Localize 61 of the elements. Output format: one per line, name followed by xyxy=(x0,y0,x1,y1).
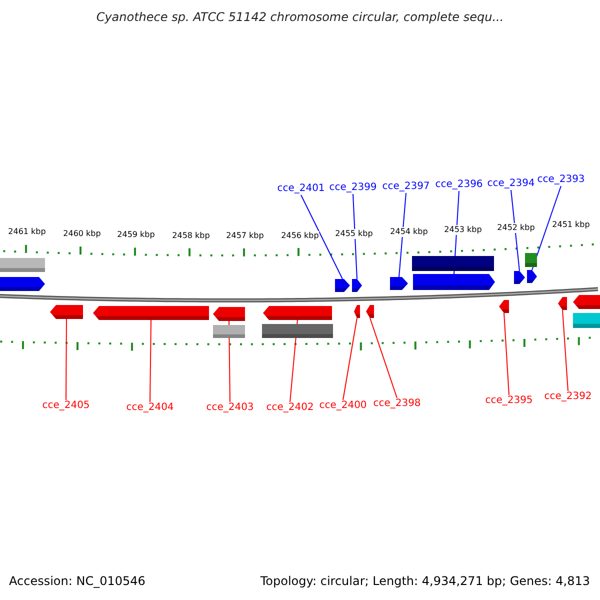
gene-feature xyxy=(413,274,495,290)
leader-line xyxy=(150,320,152,402)
leader-line xyxy=(504,312,510,396)
gene-feature xyxy=(573,295,600,309)
gene-label: cce_2396 xyxy=(435,179,483,191)
feature-bar xyxy=(573,313,600,328)
leader-line xyxy=(370,318,398,398)
leader-line xyxy=(398,192,406,278)
scale-label: 2452 kbp xyxy=(497,223,535,233)
gene-label: cce_2395 xyxy=(485,395,533,407)
gene-label: cce_2399 xyxy=(329,182,377,194)
genome-info-text: Topology: circular; Length: 4,934,271 bp; Genes: 4,813 xyxy=(260,574,590,588)
gene-feature xyxy=(354,305,360,318)
feature-square xyxy=(525,253,537,267)
scale-label: 2456 kbp xyxy=(281,231,319,241)
gene-feature xyxy=(213,307,245,321)
leader-line xyxy=(510,190,520,272)
scale-label: 2460 kbp xyxy=(63,229,101,239)
gene-feature xyxy=(390,277,408,290)
leader-line xyxy=(352,194,358,280)
leader-line xyxy=(300,194,343,280)
scale-label: 2458 kbp xyxy=(172,231,210,241)
title: Cyanothece sp. ATCC 51142 chromosome circular, complete sequ... xyxy=(96,10,504,24)
gene-label: cce_2397 xyxy=(382,181,430,193)
feature-bar xyxy=(213,325,245,338)
gene-feature xyxy=(0,277,45,291)
gene-feature xyxy=(335,279,350,292)
gene-label: cce_2405 xyxy=(42,400,90,412)
feature-bar xyxy=(262,324,333,338)
gene-label: cce_2401 xyxy=(277,183,325,195)
gene-feature xyxy=(558,297,567,310)
gene-label: cce_2393 xyxy=(537,174,585,186)
feature-bar xyxy=(412,256,494,271)
scale-label: 2455 kbp xyxy=(335,229,373,239)
gene-feature xyxy=(514,271,525,284)
scale-label: 2459 kbp xyxy=(117,230,155,240)
scale-label: 2461 kbp xyxy=(8,227,46,237)
gene-label: cce_2398 xyxy=(373,398,421,410)
gene-feature xyxy=(93,306,209,320)
gene-feature xyxy=(352,279,362,292)
scale-label: 2451 kbp xyxy=(552,220,590,230)
feature-bar xyxy=(0,258,45,272)
leader-line xyxy=(66,318,67,400)
scale-label: 2457 kbp xyxy=(226,231,264,241)
leader-line xyxy=(342,318,358,400)
gene-label: cce_2400 xyxy=(319,400,367,412)
leader-line xyxy=(532,186,562,270)
gene-label: cce_2402 xyxy=(266,402,314,414)
gene-feature xyxy=(263,306,332,320)
gene-label: cce_2403 xyxy=(206,402,254,414)
gene-feature xyxy=(499,300,509,313)
gene-label: cce_2394 xyxy=(487,178,535,190)
gene-feature xyxy=(50,305,83,319)
scale-label: 2454 kbp xyxy=(390,227,428,237)
scale-label: 2453 kbp xyxy=(444,225,482,235)
gene-label: cce_2404 xyxy=(126,402,174,414)
gene-label: cce_2392 xyxy=(544,391,592,403)
leader-line xyxy=(562,310,568,392)
accession-text: Accession: NC_010546 xyxy=(9,574,146,588)
gene-feature xyxy=(366,305,374,318)
gene-feature xyxy=(527,270,537,283)
